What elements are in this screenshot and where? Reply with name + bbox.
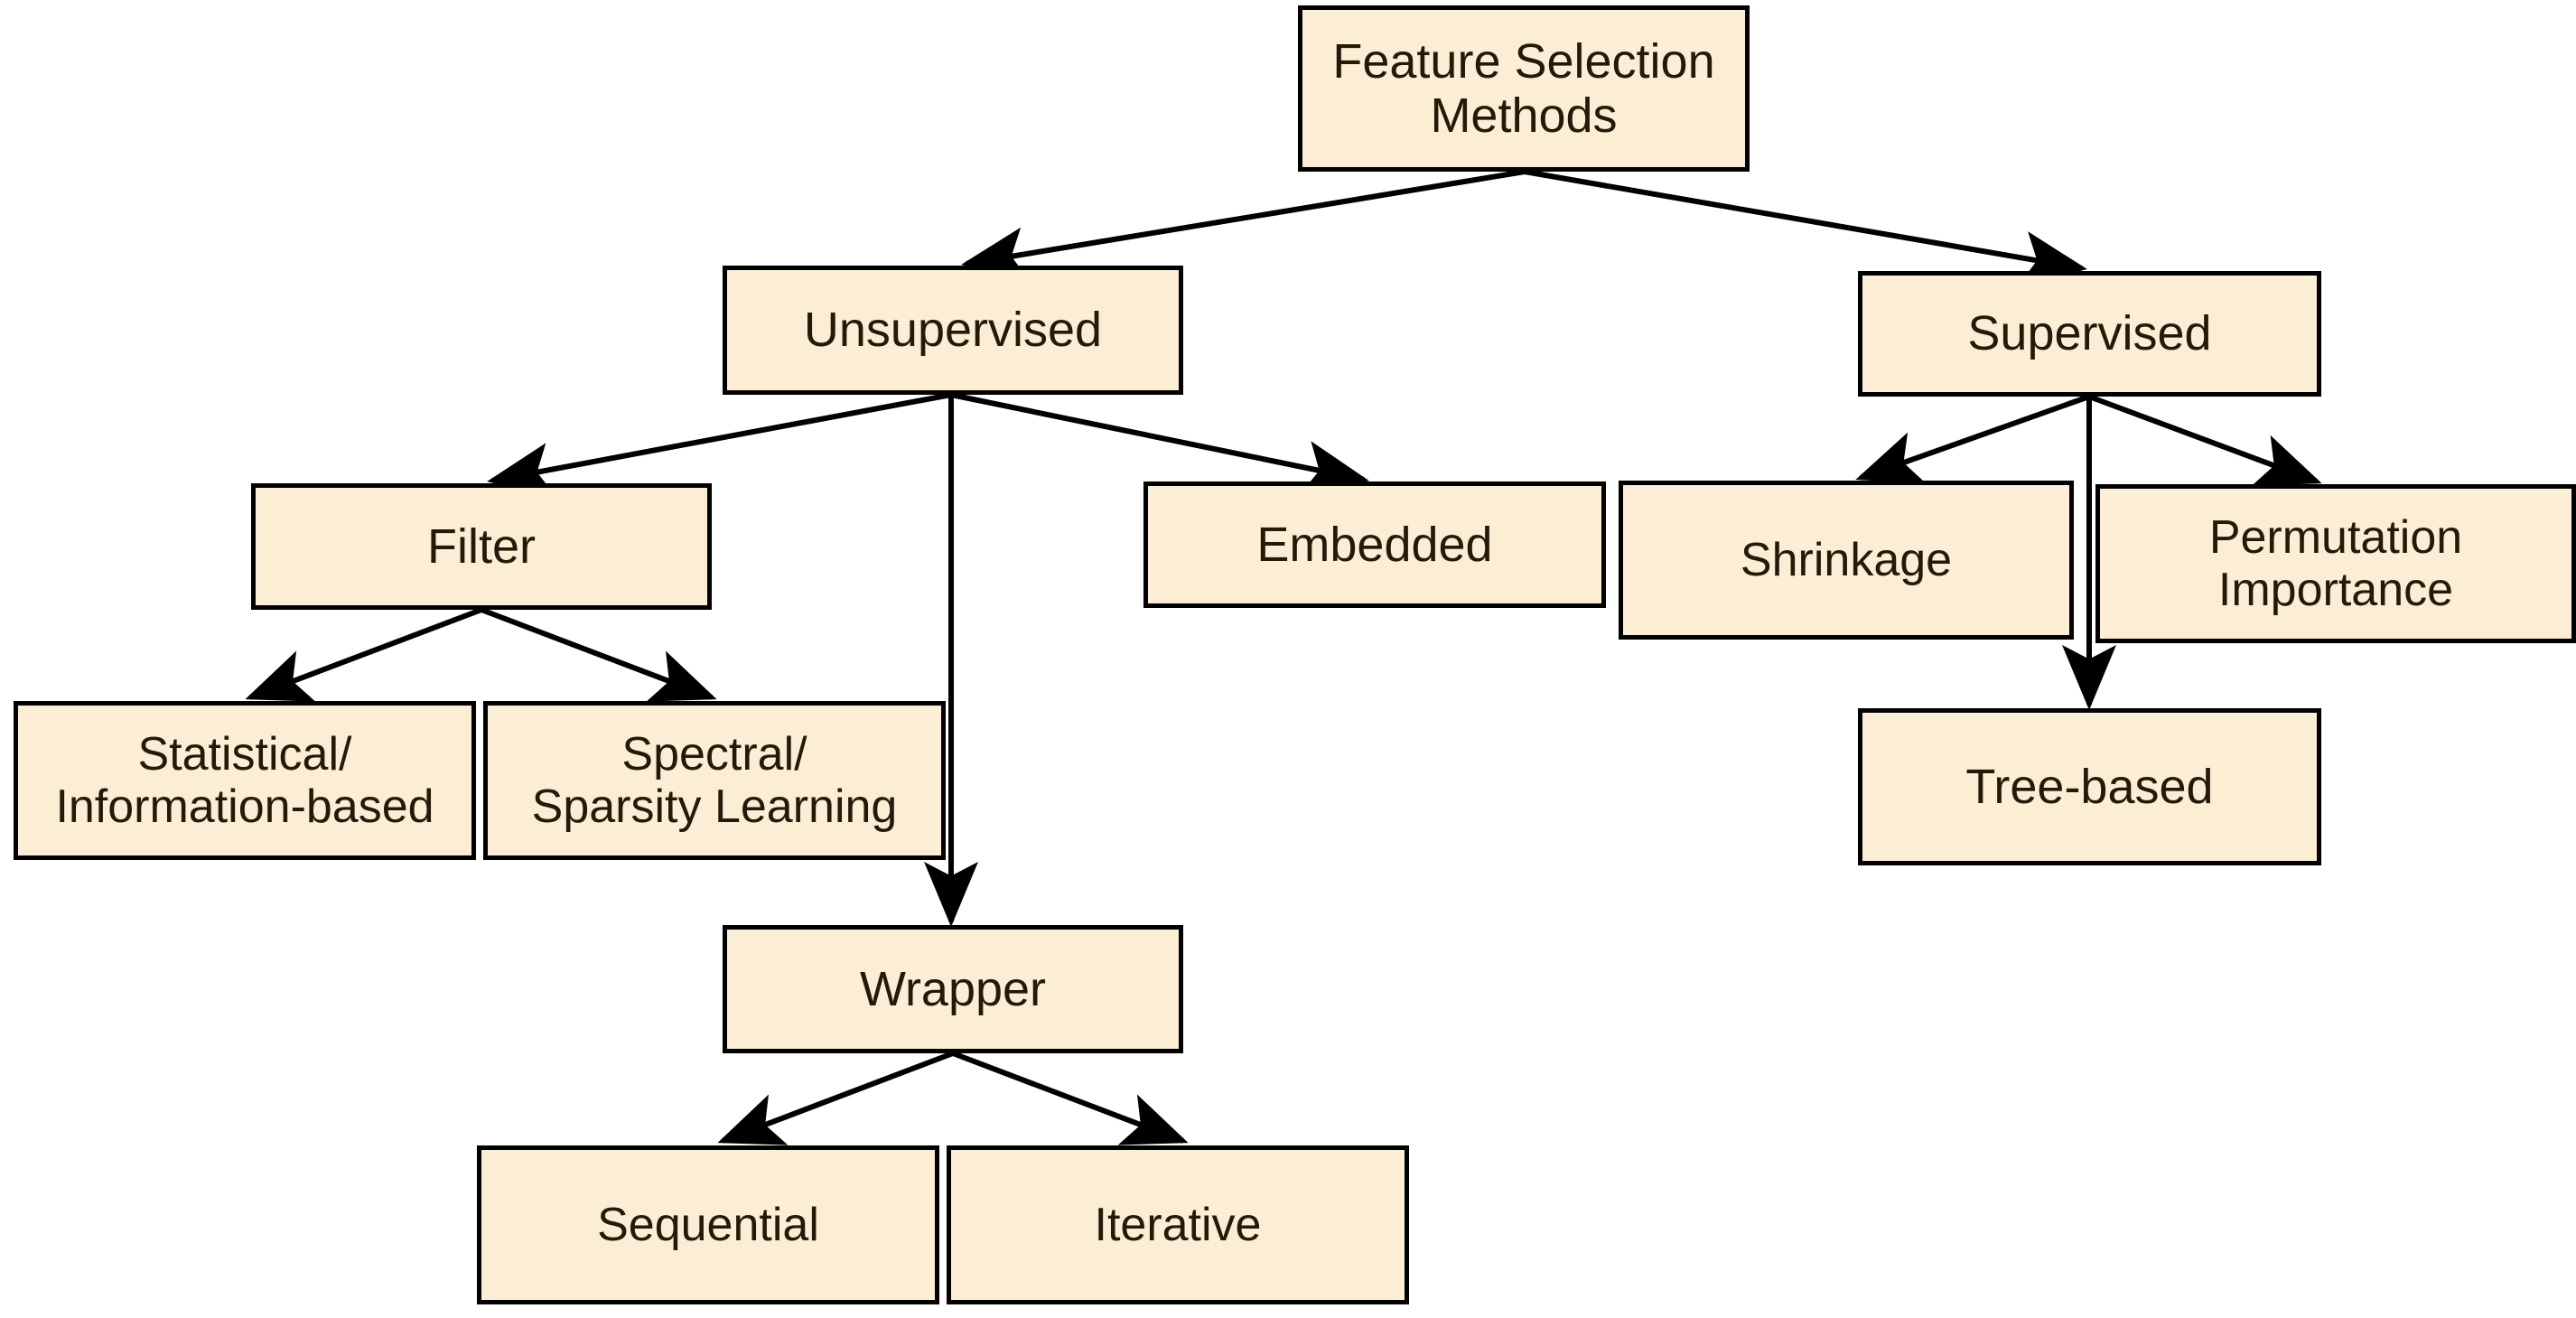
node-filter[interactable]: Filter	[251, 483, 712, 610]
node-spectral-sparsity-learning[interactable]: Spectral/ Sparsity Learning	[483, 701, 946, 860]
edge-supervised-to-shrinkage	[1855, 394, 2091, 484]
node-label: Iterative	[1094, 1198, 1262, 1251]
node-label: Feature Selection Methods	[1332, 33, 1715, 143]
edge-root-to-unsupervised	[961, 169, 1526, 281]
node-iterative[interactable]: Iterative	[947, 1145, 1409, 1304]
edge-filter-to-statistical-information-based	[245, 607, 483, 702]
node-wrapper[interactable]: Wrapper	[723, 925, 1183, 1053]
edge-supervised-to-permutation-importance	[2087, 394, 2322, 487]
node-label: Wrapper	[859, 961, 1047, 1016]
node-label: Unsupervised	[803, 303, 1103, 358]
edge-filter-to-spectral-sparsity-learning	[480, 607, 717, 702]
node-label: Spectral/ Sparsity Learning	[531, 727, 898, 833]
edge-wrapper-to-sequential	[717, 1051, 955, 1145]
node-feature-selection-methods[interactable]: Feature Selection Methods	[1298, 5, 1750, 172]
node-label: Supervised	[1967, 306, 2212, 361]
node-shrinkage[interactable]: Shrinkage	[1619, 481, 2074, 640]
node-permutation-importance[interactable]: Permutation Importance	[2095, 484, 2576, 643]
node-label: Embedded	[1256, 517, 1493, 572]
node-label: Filter	[427, 519, 536, 574]
node-tree-based[interactable]: Tree-based	[1858, 708, 2321, 865]
node-embedded[interactable]: Embedded	[1143, 481, 1606, 608]
edge-unsupervised-to-filter	[487, 392, 952, 497]
node-label: Tree-based	[1965, 759, 2214, 814]
node-label: Permutation Importance	[2208, 510, 2463, 616]
node-statistical-information-based[interactable]: Statistical/ Information-based	[14, 701, 476, 860]
node-label: Shrinkage	[1740, 533, 1953, 586]
node-label: Statistical/ Information-based	[55, 727, 434, 833]
node-unsupervised[interactable]: Unsupervised	[723, 266, 1183, 395]
edge-unsupervised-to-embedded	[950, 392, 1369, 495]
edge-wrapper-to-iterative	[951, 1051, 1189, 1145]
node-sequential[interactable]: Sequential	[477, 1145, 939, 1304]
node-supervised[interactable]: Supervised	[1858, 271, 2321, 397]
edge-root-to-supervised	[1524, 169, 2087, 285]
node-label: Sequential	[597, 1198, 819, 1251]
